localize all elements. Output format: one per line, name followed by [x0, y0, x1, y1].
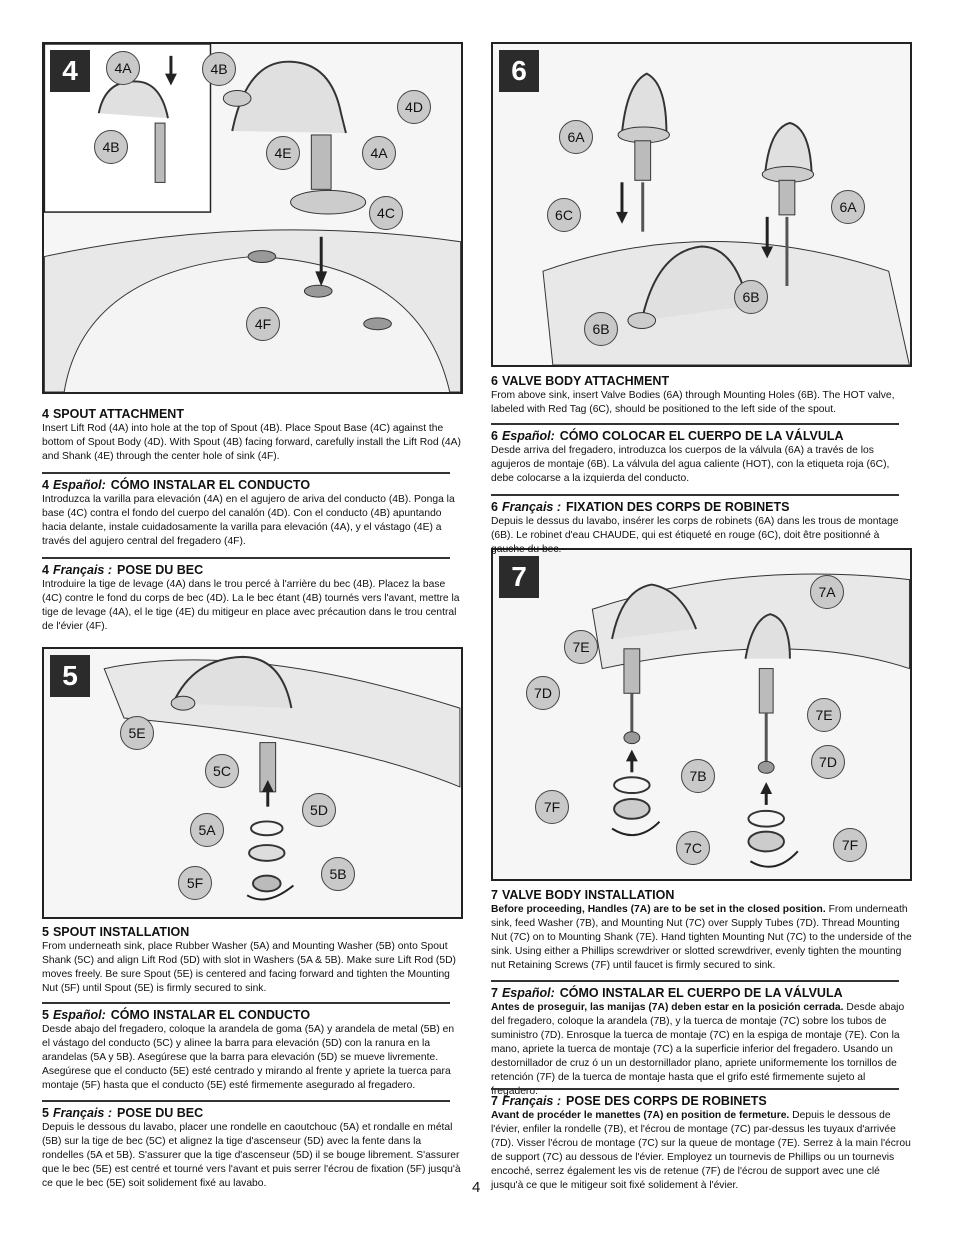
page-number: 4 [472, 1179, 481, 1196]
section-body: Desde abajo del fregadero, coloque la ar… [42, 1024, 455, 1091]
section-body: Desde arriva del fregadero, introduzca l… [491, 445, 890, 484]
divider [491, 1088, 899, 1090]
callout-5d: 5D [302, 793, 336, 827]
section-body: Depuis le dessus du lavabo, insérer les … [491, 516, 899, 555]
section-body: Avant de procéder le manettes (7A) en po… [491, 1110, 911, 1191]
callout-7e-right: 7E [807, 698, 841, 732]
divider [491, 494, 899, 496]
callout-7d-right: 7D [811, 745, 845, 779]
divider [42, 557, 450, 559]
section-body: Before proceeding, Handles (7A) are to b… [491, 904, 912, 971]
callout-7c: 7C [676, 831, 710, 865]
callout-5a: 5A [190, 813, 224, 847]
callout-4a: 4A [362, 136, 396, 170]
step-number: 6 [499, 50, 539, 92]
callout-4a-inset: 4A [106, 51, 140, 85]
callout-5c: 5C [205, 754, 239, 788]
callout-6b-left: 6B [584, 312, 618, 346]
callout-6c: 6C [547, 198, 581, 232]
spout-installation-illustration [103, 655, 461, 901]
callout-7f-left: 7F [535, 790, 569, 824]
callout-4e: 4E [266, 136, 300, 170]
callout-4c: 4C [369, 196, 403, 230]
callout-5e: 5E [120, 716, 154, 750]
section-body: From underneath sink, place Rubber Washe… [42, 941, 456, 994]
divider [42, 472, 450, 474]
callout-4b-inset: 4B [94, 130, 128, 164]
section-body: Antes de proseguir, las manijas (7A) deb… [491, 1002, 905, 1097]
callout-7f-right: 7F [833, 828, 867, 862]
valve-body-attachment-illustration [542, 72, 910, 365]
step-number: 7 [499, 556, 539, 598]
divider [42, 1100, 450, 1102]
figure-step-4: 4 4A 4B 4B 4D 4E 4A 4C 4F [42, 42, 463, 394]
callout-6b-right: 6B [734, 280, 768, 314]
callout-6a-left: 6A [559, 120, 593, 154]
section-body: Introduzca la varilla para elevación (4A… [42, 494, 455, 547]
section-body: From above sink, insert Valve Bodies (6A… [491, 390, 895, 415]
step-number: 5 [50, 655, 90, 697]
callout-7d-left: 7D [526, 676, 560, 710]
callout-7a: 7A [810, 575, 844, 609]
section-body: Depuis le dessous du lavabo, placer une … [42, 1122, 461, 1189]
figure-step-6: 6 6A 6C 6A 6B 6B [491, 42, 912, 367]
callout-5b: 5B [321, 857, 355, 891]
callout-5f: 5F [178, 866, 212, 900]
divider [42, 1002, 450, 1004]
callout-7b: 7B [681, 759, 715, 793]
step-number: 4 [50, 50, 90, 92]
divider [491, 980, 899, 982]
section-body: Introduire la tige de levage (4A) dans l… [42, 579, 460, 632]
callout-4f: 4F [246, 307, 280, 341]
callout-4b-main: 4B [202, 52, 236, 86]
figure-step-5: 5 5E 5C 5D 5A 5B 5F [42, 647, 463, 919]
divider [491, 423, 899, 425]
section-body: Insert Lift Rod (4A) into hole at the to… [42, 423, 461, 462]
figure-step-7: 7 7A 7E 7D 7E 7D 7B 7F 7C 7F [491, 548, 912, 881]
callout-7e-left: 7E [564, 630, 598, 664]
callout-6a-right: 6A [831, 190, 865, 224]
callout-4d: 4D [397, 90, 431, 124]
